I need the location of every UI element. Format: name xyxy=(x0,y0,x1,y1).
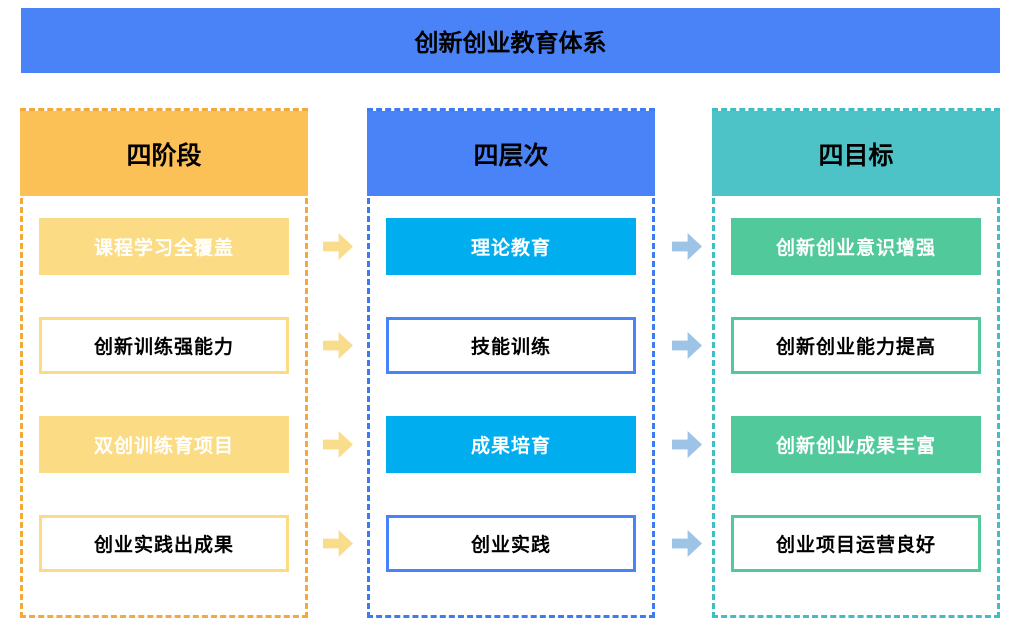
arrow-right-icon xyxy=(323,431,353,458)
goal-item-2: 创新创业能力提高 xyxy=(731,317,981,374)
column-stages-header: 四阶段 xyxy=(20,111,308,196)
arrow-right-icon xyxy=(672,233,702,260)
goal-item-3: 创新创业成果丰富 xyxy=(731,416,981,473)
level-item-2: 技能训练 xyxy=(386,317,636,374)
stage-item-3: 双创训练育项目 xyxy=(39,416,289,473)
column-levels-header: 四层次 xyxy=(367,111,655,196)
arrow-right-icon xyxy=(323,233,353,260)
goal-item-4: 创业项目运营良好 xyxy=(731,515,981,572)
stage-item-2: 创新训练强能力 xyxy=(39,317,289,374)
level-item-3: 成果培育 xyxy=(386,416,636,473)
column-levels: 四层次 理论教育 技能训练 成果培育 创业实践 xyxy=(367,108,655,618)
arrow-right-icon xyxy=(672,431,702,458)
column-goals-header: 四目标 xyxy=(712,111,1000,196)
column-goals: 四目标 创新创业意识增强 创新创业能力提高 创新创业成果丰富 创业项目运营良好 xyxy=(712,108,1000,618)
goal-item-1: 创新创业意识增强 xyxy=(731,218,981,275)
arrow-right-icon xyxy=(323,530,353,557)
arrow-right-icon xyxy=(672,332,702,359)
stage-item-1: 课程学习全覆盖 xyxy=(39,218,289,275)
level-item-1: 理论教育 xyxy=(386,218,636,275)
arrow-right-icon xyxy=(672,530,702,557)
page-title: 创新创业教育体系 xyxy=(21,8,1000,73)
column-stages: 四阶段 课程学习全覆盖 创新训练强能力 双创训练育项目 创业实践出成果 xyxy=(20,108,308,618)
stage-item-4: 创业实践出成果 xyxy=(39,515,289,572)
arrow-right-icon xyxy=(323,332,353,359)
level-item-4: 创业实践 xyxy=(386,515,636,572)
